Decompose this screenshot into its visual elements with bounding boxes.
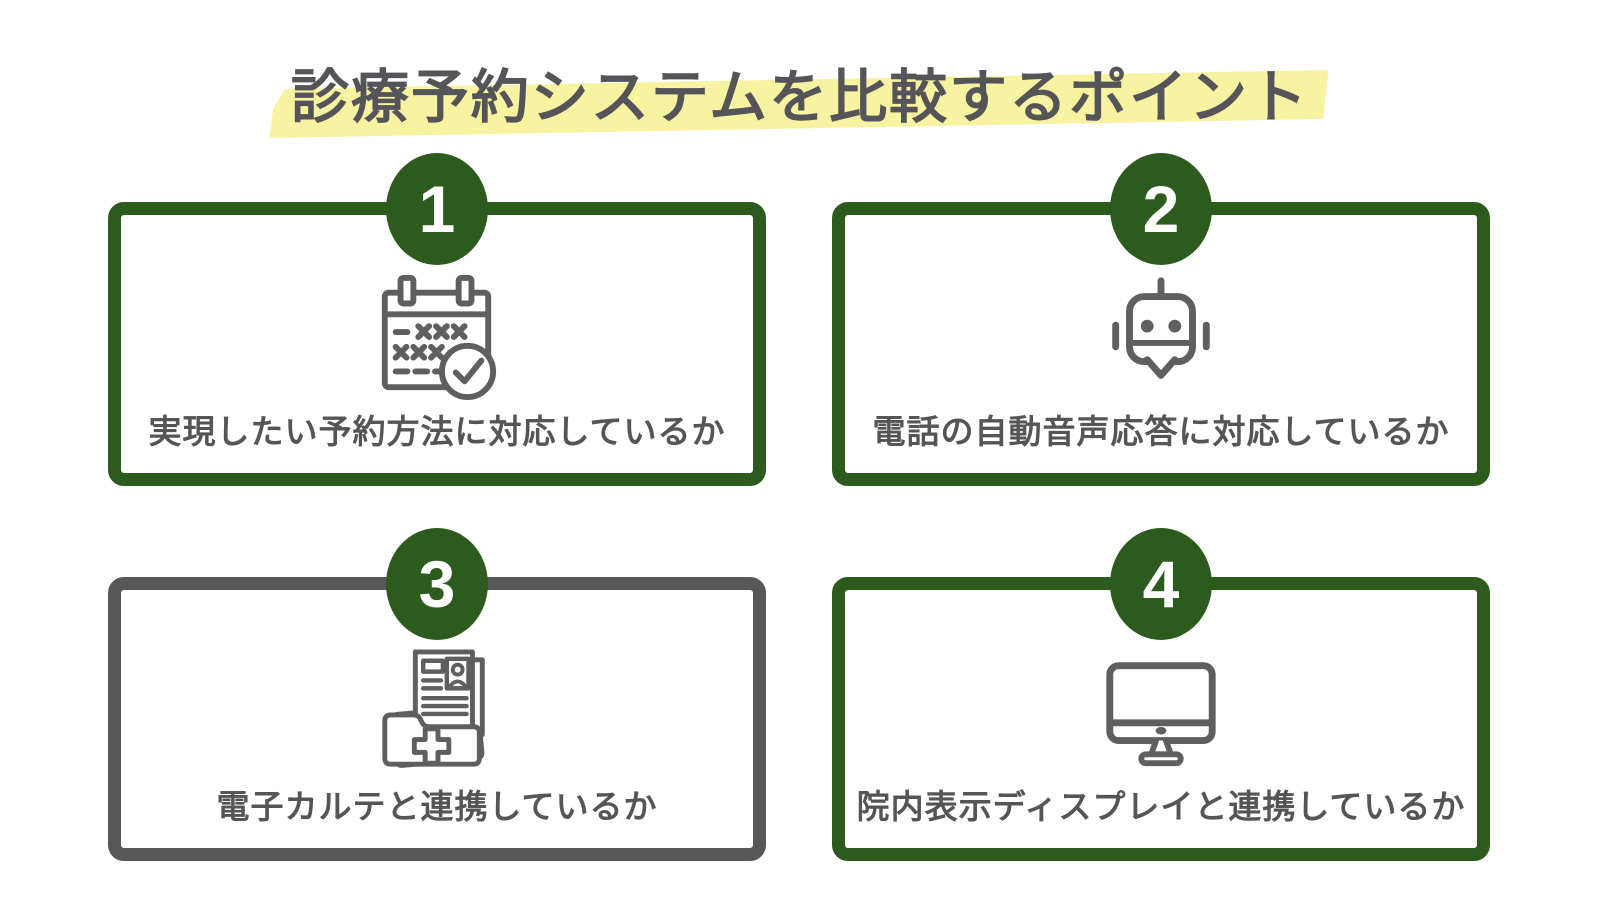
number-badge: 4 (1110, 528, 1212, 640)
medical-record-folder-icon (382, 649, 485, 768)
calendar-check-icon (381, 274, 497, 401)
page-title: 診療予約システムを比較するポイント (290, 65, 1310, 130)
card-display-integration: 4 院内表示ディスプレイと連携しているか (832, 528, 1490, 861)
chatbot-icon (1112, 277, 1210, 379)
card-label: 院内表示ディスプレイと連携しているか (856, 788, 1466, 825)
number-badge: 3 (386, 528, 488, 640)
card-ehr-integration: 3 電子カルテと連携しているか (108, 528, 766, 861)
number-badge: 1 (386, 153, 488, 265)
card-ivr-support: 2 電話の自動音声応答に対応しているか (832, 153, 1490, 486)
card-label: 電子カルテと連携しているか (216, 788, 658, 825)
display-monitor-icon (1106, 662, 1216, 767)
page-title-block: 診療予約システムを比較するポイント (291, 50, 1309, 134)
card-booking-methods: 1 実現したい予約方法に対応しているか (108, 153, 766, 486)
card-label: 実現したい予約方法に対応しているか (148, 413, 726, 450)
card-label: 電話の自動音声応答に対応しているか (872, 413, 1450, 450)
number-badge: 2 (1110, 153, 1212, 265)
